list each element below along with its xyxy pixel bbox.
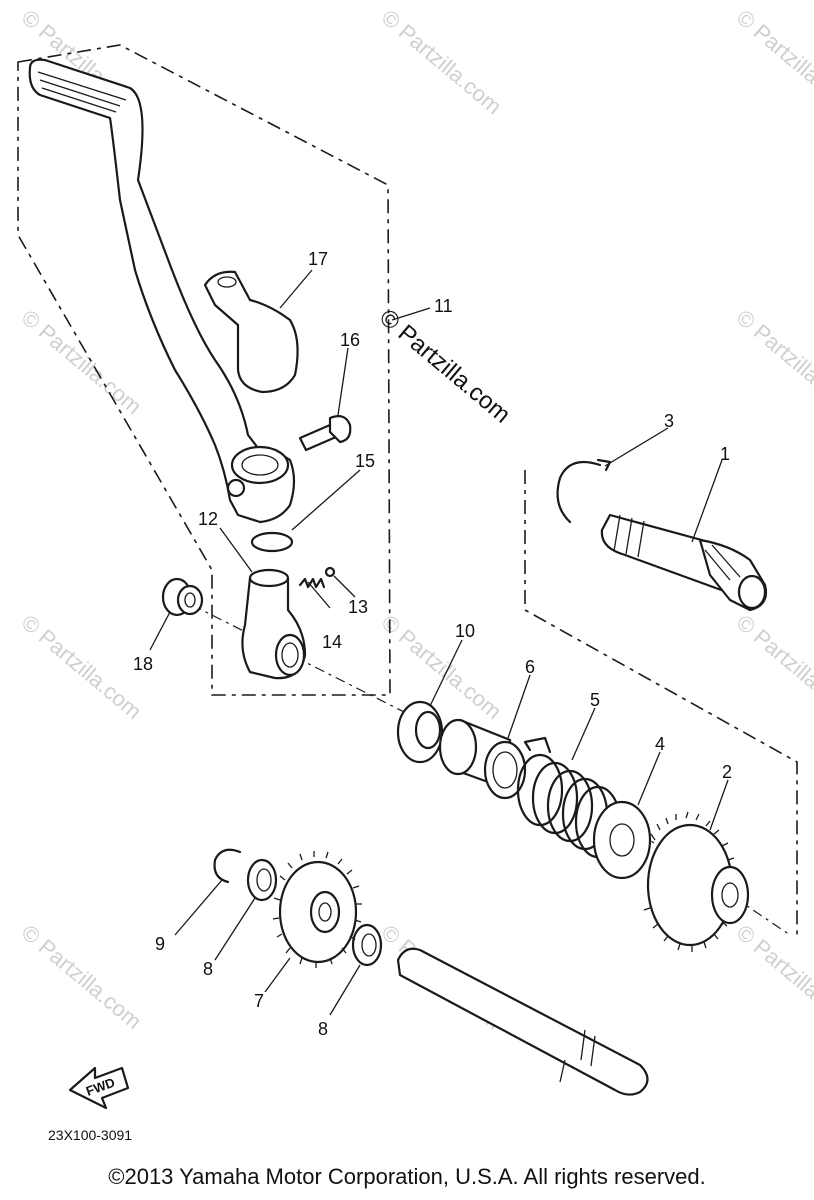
callout-16: 16 [340,330,360,350]
kick-shaft-group-outline [524,470,798,940]
axis-line [191,604,421,721]
callout-18: 18 [133,654,153,674]
kick-shaft-1 [600,513,768,612]
watermark-text: © Partzilla.com [732,305,814,419]
idle-gear-7 [272,851,362,968]
callout-12: 12 [198,509,218,529]
callout-1: 1 [720,444,730,464]
kick-gear-2 [643,811,750,952]
fwd-arrow-icon: FWD [68,1066,130,1110]
callout-labels: 17 11 16 15 12 13 14 18 3 1 10 6 5 4 2 9… [133,249,732,1039]
watermark-center: © Partzilla.com [374,304,515,429]
callout-13: 13 [348,597,368,617]
callout-8: 8 [318,1019,328,1039]
spring-14 [298,577,326,589]
watermark-text: © Partzilla.com [377,5,507,119]
watermark-text: © Partzilla.com [732,5,814,119]
callout-11: 11 [434,296,453,316]
circlip-9 [213,848,242,884]
watermark-text: © Partzilla.com [17,610,147,724]
washer-8b [351,923,383,967]
kick-lever-group-outline [17,44,391,696]
callout-8: 8 [203,959,213,979]
nut-18 [161,577,204,617]
o-ring-15 [250,531,294,553]
oil-seal-10 [396,700,444,764]
watermark-text: © Partzilla.com [377,610,507,724]
kick-idle-shaft [396,947,649,1096]
callout-6: 6 [525,657,535,677]
diagram-canvas: © Partzilla.com © Partzilla.com © Partzi… [17,5,814,1143]
callout-10: 10 [455,621,475,641]
washer-8a [246,858,278,902]
callout-14: 14 [322,632,342,652]
callout-5: 5 [590,690,600,710]
washer-4 [592,800,652,880]
watermark-text: © Partzilla.com [17,305,147,419]
circlip-3 [556,460,602,524]
callout-3: 3 [664,411,674,431]
callout-9: 9 [155,934,165,954]
kick-pedal-boot [203,270,299,394]
diagram-code: 23X100-3091 [48,1127,132,1143]
copyright-notice: ©2013 Yamaha Motor Corporation, U.S.A. A… [108,1164,706,1189]
kick-crank-lever [28,58,296,524]
kick-axle-boss [241,568,307,680]
watermark-text: © Partzilla.com [732,920,814,1034]
watermark-text: © Partzilla.com [732,610,814,724]
callout-15: 15 [355,451,375,471]
callout-2: 2 [722,762,732,782]
leader-lines [149,269,729,1016]
watermark-text: © Partzilla.com [17,920,147,1034]
collar-6 [438,718,527,800]
ball-13 [324,566,336,578]
callout-7: 7 [254,991,264,1011]
callout-4: 4 [655,734,665,754]
bolt-16 [298,415,352,452]
callout-17: 17 [308,249,328,269]
